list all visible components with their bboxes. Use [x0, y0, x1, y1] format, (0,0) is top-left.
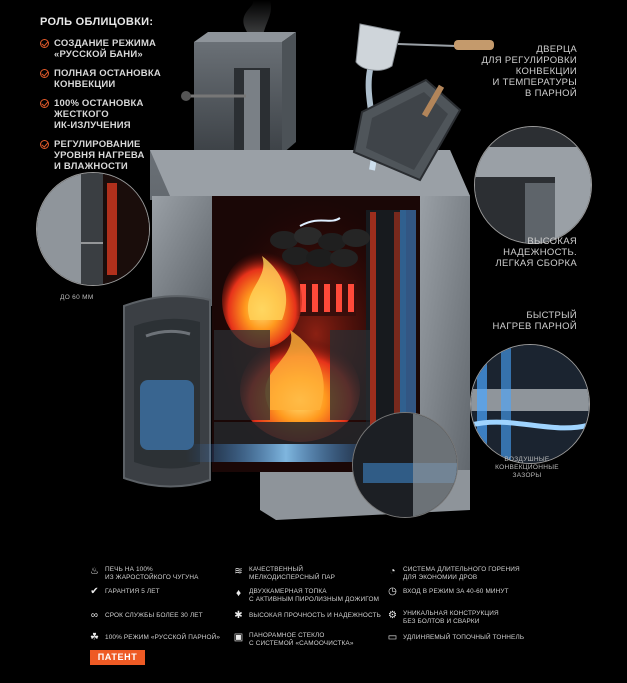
convection-airflow	[186, 210, 416, 470]
check-circle-icon	[40, 39, 49, 48]
tunnel-icon: ▭	[387, 632, 398, 643]
reliability-callout: ВЫСОКАЯ НАДЕЖНОСТЬ. ЛЕГКАЯ СБОРКА	[495, 236, 577, 269]
strength-icon: ✱	[234, 610, 243, 621]
chimney	[181, 32, 296, 156]
double-chamber-icon: ♦	[235, 588, 242, 599]
heater-stones	[270, 217, 370, 267]
iron-stove-icon: ♨	[90, 566, 99, 577]
features-grid: ♨ ПЕЧЬ НА 100% ИЗ ЖАРОСТОЙКОГО ЧУГУНА ✔ …	[0, 562, 627, 652]
air-gaps-callout: ВОЗДУШНЫЕ КОНВЕКЦИОННЫЕ ЗАЗОРЫ	[495, 456, 559, 479]
lining-thickness-label: ДО 60 ММ	[60, 294, 94, 301]
heating-callout: БЫСТРЫЙ НАГРЕВ ПАРНОЙ	[492, 310, 577, 332]
check-circle-icon	[40, 140, 49, 149]
role-item: РЕГУЛИРОВАНИЕ УРОВНЯ НАГРЕВА И ВЛАЖНОСТИ	[40, 139, 200, 172]
check-circle-icon	[40, 69, 49, 78]
timer-icon: ◷	[388, 586, 397, 597]
role-item: ПОЛНАЯ ОСТАНОВКА КОНВЕКЦИИ	[40, 68, 200, 90]
door-callout: ДВЕРЦА ДЛЯ РЕГУЛИРОВКИ КОНВЕКЦИИ И ТЕМПЕ…	[481, 44, 577, 99]
no-bolts-icon: ⚙	[388, 610, 397, 621]
grate	[296, 280, 356, 316]
detail-air-gaps	[470, 344, 590, 464]
fine-steam-icon: ≋	[234, 566, 243, 577]
detail-assembly-joint	[474, 126, 592, 244]
cast-iron-door	[123, 295, 211, 488]
detail-lining-thickness	[36, 172, 150, 286]
patent-badge: ПАТЕНТ	[90, 650, 145, 665]
glass-icon: ▣	[233, 632, 244, 643]
role-heading: РОЛЬ ОБЛИЦОВКИ:	[40, 16, 154, 28]
russian-steam-icon: ☘	[90, 632, 99, 643]
role-item: СОЗДАНИЕ РЕЖИМА «РУССКОЙ БАНИ»	[40, 38, 200, 60]
long-burn-icon: ◔	[389, 566, 396, 577]
lifetime-icon: ∞	[90, 610, 99, 621]
check-circle-icon	[40, 99, 49, 108]
warranty-icon: ✔	[90, 586, 99, 597]
role-item: 100% ОСТАНОВКА ЖЕСТКОГО ИК-ИЗЛУЧЕНИЯ	[40, 98, 200, 131]
detail-bottom-gap	[352, 412, 458, 518]
role-list: СОЗДАНИЕ РЕЖИМА «РУССКОЙ БАНИ» ПОЛНАЯ ОС…	[40, 38, 200, 180]
regulation-hatch	[352, 78, 462, 182]
